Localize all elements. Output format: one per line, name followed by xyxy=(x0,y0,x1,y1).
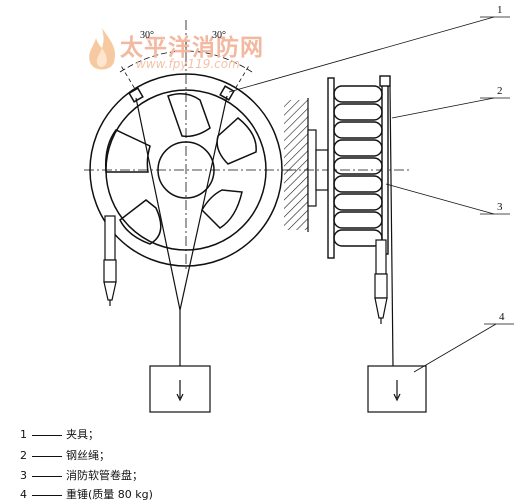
wire-rope-right xyxy=(389,85,394,367)
weight-right xyxy=(367,365,427,413)
callout-4: 4 xyxy=(499,311,505,323)
spoke-window-lower-left xyxy=(119,199,162,245)
legend-text: 夹具； xyxy=(66,428,99,441)
spoke-window-lower-right xyxy=(201,189,243,229)
wire-ropes-left xyxy=(135,95,228,366)
nozzle-right xyxy=(374,239,388,324)
weight-left xyxy=(149,365,211,413)
clamp-side xyxy=(379,75,391,87)
angle-label-right: 30° xyxy=(212,30,226,41)
angle-label-left: 30° xyxy=(140,30,154,41)
leader-2 xyxy=(391,97,495,119)
legend-dash xyxy=(32,455,62,457)
legend-num: 3 xyxy=(20,469,27,482)
legend-item-4: 4 重锤(质量 80 kg) xyxy=(20,486,153,502)
leader-4 xyxy=(413,323,497,373)
leader-3 xyxy=(385,183,495,215)
legend-item-1: 1 夹具； xyxy=(20,426,99,442)
watermark-url: www.fpy119.com xyxy=(136,57,240,71)
legend-text: 重锤(质量 80 kg) xyxy=(66,488,153,501)
legend-num: 2 xyxy=(20,449,27,462)
leaders-right xyxy=(385,16,514,373)
wall-hatch xyxy=(284,100,308,230)
centerlines xyxy=(84,20,296,272)
angle-indicator xyxy=(119,36,253,95)
spoke-window-right xyxy=(216,117,257,165)
clamp-left xyxy=(128,87,144,103)
spoke-window-top xyxy=(167,93,211,138)
legend-dash xyxy=(32,475,62,477)
clamp-right xyxy=(219,85,235,101)
watermark-title: 太平洋消防网 xyxy=(120,35,264,61)
flange-back xyxy=(327,77,335,259)
legend-dash xyxy=(32,494,62,496)
legend-item-2: 2 钢丝绳； xyxy=(20,447,110,463)
legend-text: 消防软管卷盘； xyxy=(66,469,143,482)
clamps xyxy=(128,85,235,103)
wall-bracket xyxy=(307,129,317,207)
spoke-window-left xyxy=(104,129,151,173)
nozzle-left xyxy=(103,215,117,306)
callout-1: 1 xyxy=(497,4,503,16)
legend-text: 钢丝绳； xyxy=(66,449,110,462)
flame-logo-icon xyxy=(89,28,116,70)
legend-dash xyxy=(32,434,62,436)
callout-3: 3 xyxy=(497,201,503,213)
legend-num: 4 xyxy=(20,488,27,501)
flange-front xyxy=(381,81,389,255)
hose-coils xyxy=(333,85,383,247)
wall-mount xyxy=(284,98,329,232)
reel-side-view xyxy=(327,75,391,259)
leader-1 xyxy=(228,16,495,93)
angle-arc xyxy=(119,50,253,73)
watermark: 太平洋消防网 www.fpy119.com xyxy=(82,26,292,82)
legend-num: 1 xyxy=(20,428,27,441)
callout-2: 2 xyxy=(497,85,503,97)
legend-item-3: 3 消防软管卷盘； xyxy=(20,467,143,483)
